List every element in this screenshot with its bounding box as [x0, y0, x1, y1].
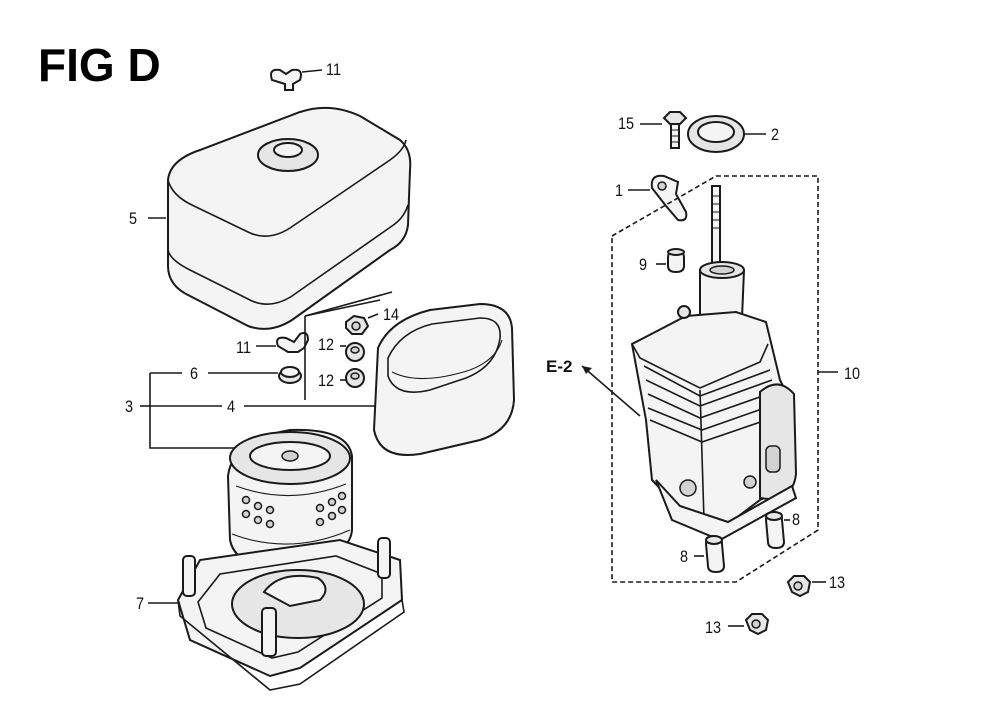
- callout-10: 10: [844, 364, 861, 383]
- callout-8-right: 8: [792, 510, 801, 529]
- nuts-group: [304, 291, 393, 400]
- cap-part: [656, 248, 685, 274]
- pin-left-part: [694, 534, 726, 574]
- callout-13-right: 13: [829, 573, 846, 592]
- callout-3: 3: [125, 397, 134, 416]
- nut-bottom-part: [728, 613, 770, 636]
- wing-nut-top-part: [270, 68, 323, 91]
- air-cleaner-cover-part: [148, 106, 412, 330]
- callout-12-a: 12: [318, 335, 335, 354]
- callout-4: 4: [227, 397, 236, 416]
- intake-elbow-part: [581, 185, 798, 542]
- callout-13-bottom: 13: [705, 618, 722, 637]
- bolt-part: [640, 111, 688, 149]
- callout-2: 2: [771, 125, 780, 144]
- air-cleaner-base-part: [148, 537, 405, 691]
- assembly-outline: [611, 175, 838, 583]
- bracket-lines: [140, 372, 382, 449]
- pre-filter-foam-part: [372, 302, 516, 456]
- callout-5: 5: [129, 209, 138, 228]
- pin-right-part: [764, 510, 790, 550]
- nut-right-part: [786, 575, 826, 598]
- clip-part: [628, 174, 688, 222]
- callout-15: 15: [618, 114, 635, 133]
- callout-6: 6: [190, 364, 199, 383]
- callout-11-mid: 11: [236, 338, 252, 357]
- wing-nut-mid-part: [256, 331, 310, 353]
- callout-1: 1: [615, 181, 624, 200]
- reference-e2: E-2: [546, 357, 573, 376]
- gasket-part: [687, 115, 766, 153]
- figure-title: FIG D: [38, 39, 161, 91]
- callout-8-left: 8: [680, 547, 689, 566]
- callout-11-top: 11: [326, 60, 342, 79]
- callout-9: 9: [639, 255, 648, 274]
- callout-7: 7: [136, 594, 145, 613]
- grommet-part: [208, 366, 302, 384]
- filter-element-part: [226, 428, 353, 568]
- callout-14: 14: [383, 305, 400, 324]
- callout-12-b: 12: [318, 371, 335, 390]
